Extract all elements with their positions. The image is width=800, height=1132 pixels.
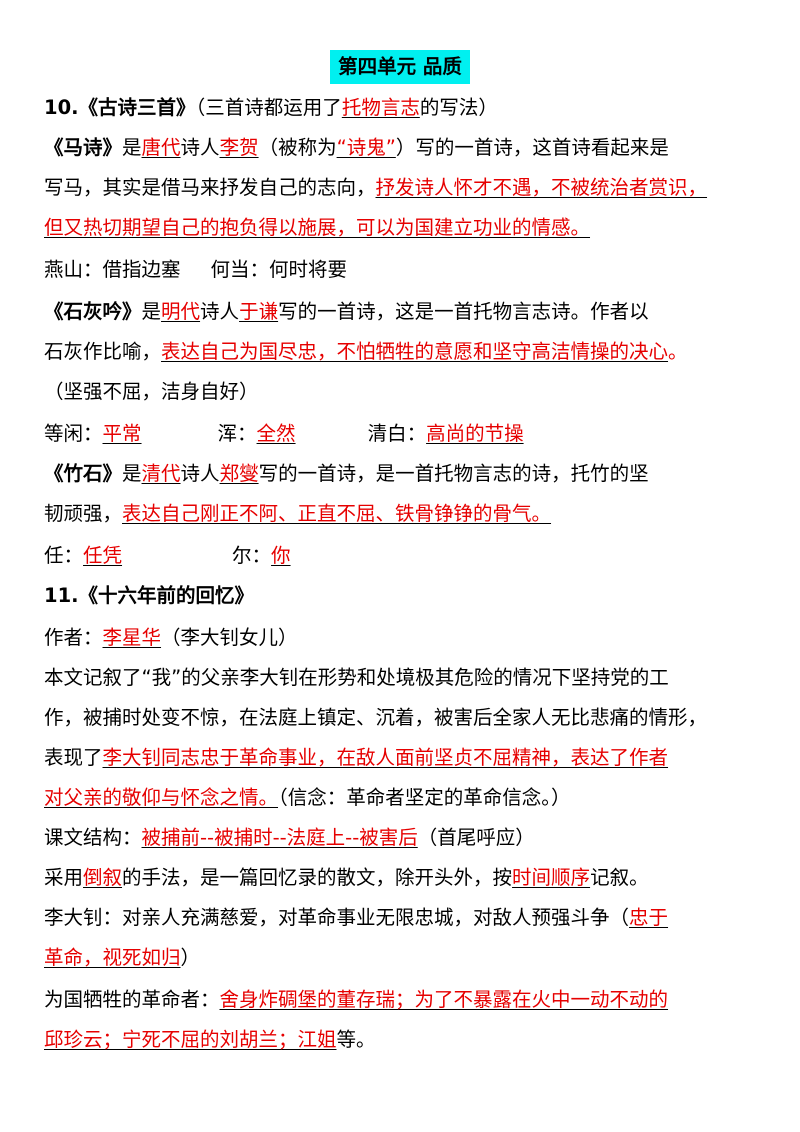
line-summary-3: 表现了李大钊同志忠于革命事业，在敌人面前坚贞不屈精神，表达了作者: [44, 746, 669, 769]
line-poems-heading: 10.《古诗三首》（三首诗都运用了托物言志的写法）: [44, 96, 498, 119]
answer: 于谦: [239, 300, 279, 323]
line-mashi-vocab: 燕山：借指边塞何当：何时将要: [44, 258, 348, 281]
answer: 但又热切期望自己的抱负得以施展，可以为国建立功业的情感。: [44, 216, 591, 239]
line-shihuiyin-1: 《石灰吟》是明代诗人于谦写的一首诗，这是一首托物言志诗。作者以: [44, 300, 649, 323]
answer: 李贺: [219, 136, 259, 159]
section-heading: 11.《十六年前的回忆》: [44, 584, 255, 607]
line-summary-4: 对父亲的敬仰与怀念之情。（信念：革命者坚定的革命信念。）: [44, 786, 571, 809]
answer: 明代: [161, 300, 201, 323]
section-heading: 10.《古诗三首》: [44, 96, 196, 119]
line-zhushi-vocab: 任：任凭尔：你: [44, 544, 291, 567]
line-martyrs-1: 为国牺牲的革命者：舍身炸碉堡的董存瑞；为了不暴露在火中一动不动的: [44, 988, 669, 1011]
answer: 郑燮: [219, 462, 259, 485]
line-lidazhao-1: 李大钊：对亲人充满慈爱，对革命事业无限忠城，对敌人预强斗争（忠于: [44, 906, 669, 929]
answer: 表达自己为国尽忠，不怕牺牲的意愿和坚守高洁情操的决心: [161, 340, 669, 363]
answer: 时间顺序: [512, 866, 591, 889]
answer: 任凭: [83, 544, 123, 567]
answer: 全然: [256, 422, 296, 445]
answer: 被捕前--被捕时--法庭上--被害后: [141, 826, 418, 849]
line-summary-2: 作，被捕时处变不惊，在法庭上镇定、沉着，被害后全家人无比悲痛的情形，: [44, 706, 708, 729]
line-lidazhao-2: 革命，视死如归）: [44, 946, 201, 969]
poem-title: 《马诗》: [44, 136, 123, 159]
answer: 对父亲的敬仰与怀念之情。: [44, 786, 279, 809]
line-summary-1: 本文记叙了“我”的父亲李大钊在形势和处境极其危险的情况下坚持党的工: [44, 666, 669, 689]
answer: 平常: [102, 422, 142, 445]
line-structure: 课文结构：被捕前--被捕时--法庭上--被害后（首尾呼应）: [44, 826, 535, 849]
answer: 李星华: [102, 626, 162, 649]
answer: 清代: [141, 462, 181, 485]
answer: 抒发诗人怀才不遇，不被统治者赏识，: [375, 176, 708, 199]
answer: 忠于: [629, 906, 669, 929]
title-wrap: 第四单元 品质: [0, 50, 800, 84]
line-shihuiyin-vocab: 等闲：平常浑：全然清白：高尚的节操: [44, 422, 524, 445]
line-lesson11-heading: 11.《十六年前的回忆》: [44, 581, 254, 611]
line-mashi-2: 写马，其实是借马来抒发自己的志向，抒发诗人怀才不遇，不被统治者赏识，: [44, 176, 708, 199]
line-mashi-1: 《马诗》是唐代诗人李贺（被称为“诗鬼”）写的一首诗，这首诗看起来是: [44, 136, 669, 159]
answer: 革命，视死如归: [44, 946, 181, 969]
answer: 托物言志: [341, 96, 420, 119]
line-martyrs-2: 邱珍云；宁死不屈的刘胡兰；江姐等。: [44, 1028, 376, 1051]
line-shihuiyin-2: 石灰作比喻，表达自己为国尽忠，不怕牺牲的意愿和坚守高洁情操的决心。: [44, 340, 688, 363]
answer: 唐代: [141, 136, 181, 159]
answer: 高尚的节操: [426, 422, 524, 445]
answer: “诗鬼”: [336, 136, 396, 159]
answer: 李大钊同志忠于革命事业，在敌人面前坚贞不屈精神，表达了作者: [102, 746, 669, 769]
poem-title: 《竹石》: [44, 462, 123, 485]
line-narration: 采用倒叙的手法，是一篇回忆录的散文，除开头外，按时间顺序记叙。: [44, 866, 649, 889]
line-zhushi-2: 韧顽强，表达自己刚正不阿、正直不屈、铁骨铮铮的骨气。: [44, 502, 552, 525]
answer: 你: [271, 544, 291, 567]
poem-title: 《石灰吟》: [44, 300, 142, 323]
answer: 表达自己刚正不阿、正直不屈、铁骨铮铮的骨气。: [122, 502, 552, 525]
line-author: 作者：李星华（李大钊女儿）: [44, 626, 298, 649]
answer: 舍身炸碉堡的董存瑞；为了不暴露在火中一动不动的: [219, 988, 669, 1011]
answer: 邱珍云；宁死不屈的刘胡兰；江姐: [44, 1028, 337, 1051]
line-zhushi-1: 《竹石》是清代诗人郑燮写的一首诗，是一首托物言志的诗，托竹的坚: [44, 462, 649, 485]
line-shihuiyin-3: （坚强不屈，洁身自好）: [44, 380, 259, 403]
answer: 倒叙: [83, 866, 123, 889]
unit-title: 第四单元 品质: [330, 50, 470, 84]
line-mashi-3: 但又热切期望自己的抱负得以施展，可以为国建立功业的情感。: [44, 213, 590, 243]
